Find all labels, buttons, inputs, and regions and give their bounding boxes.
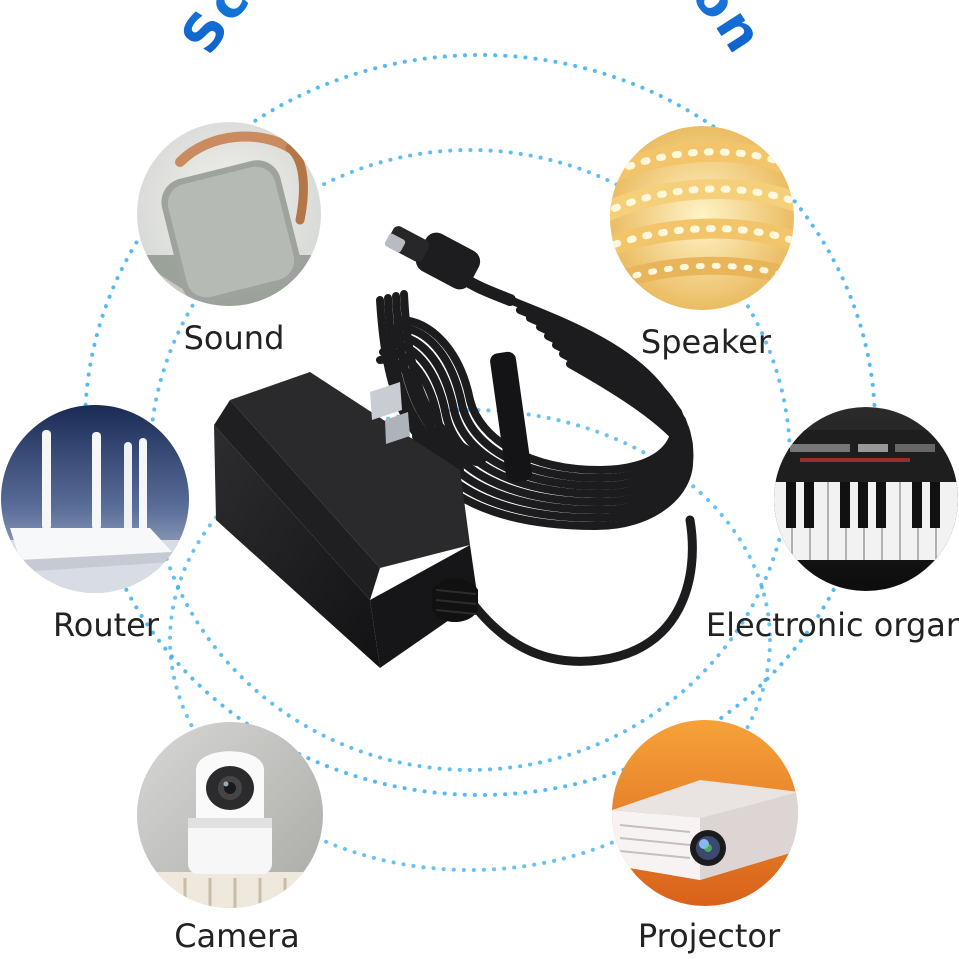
application-label-camera: Camera bbox=[174, 917, 300, 955]
application-label-projector: Projector bbox=[637, 917, 781, 955]
page-title: Scope of application bbox=[170, 0, 774, 65]
led-strip-icon bbox=[610, 126, 794, 310]
wifi-router-icon bbox=[1, 405, 189, 593]
projector-icon bbox=[612, 720, 798, 906]
application-label-router: Router bbox=[52, 606, 160, 644]
security-camera-icon bbox=[137, 722, 323, 908]
keyboard-icon bbox=[774, 407, 958, 591]
application-label-speaker: Speaker bbox=[640, 323, 772, 361]
application-label-electronic-organ: Electronic organ bbox=[705, 606, 959, 644]
power-adapter-icon bbox=[214, 226, 697, 668]
application-label-sound: Sound bbox=[183, 319, 285, 357]
fabric-speaker-icon bbox=[137, 122, 321, 306]
